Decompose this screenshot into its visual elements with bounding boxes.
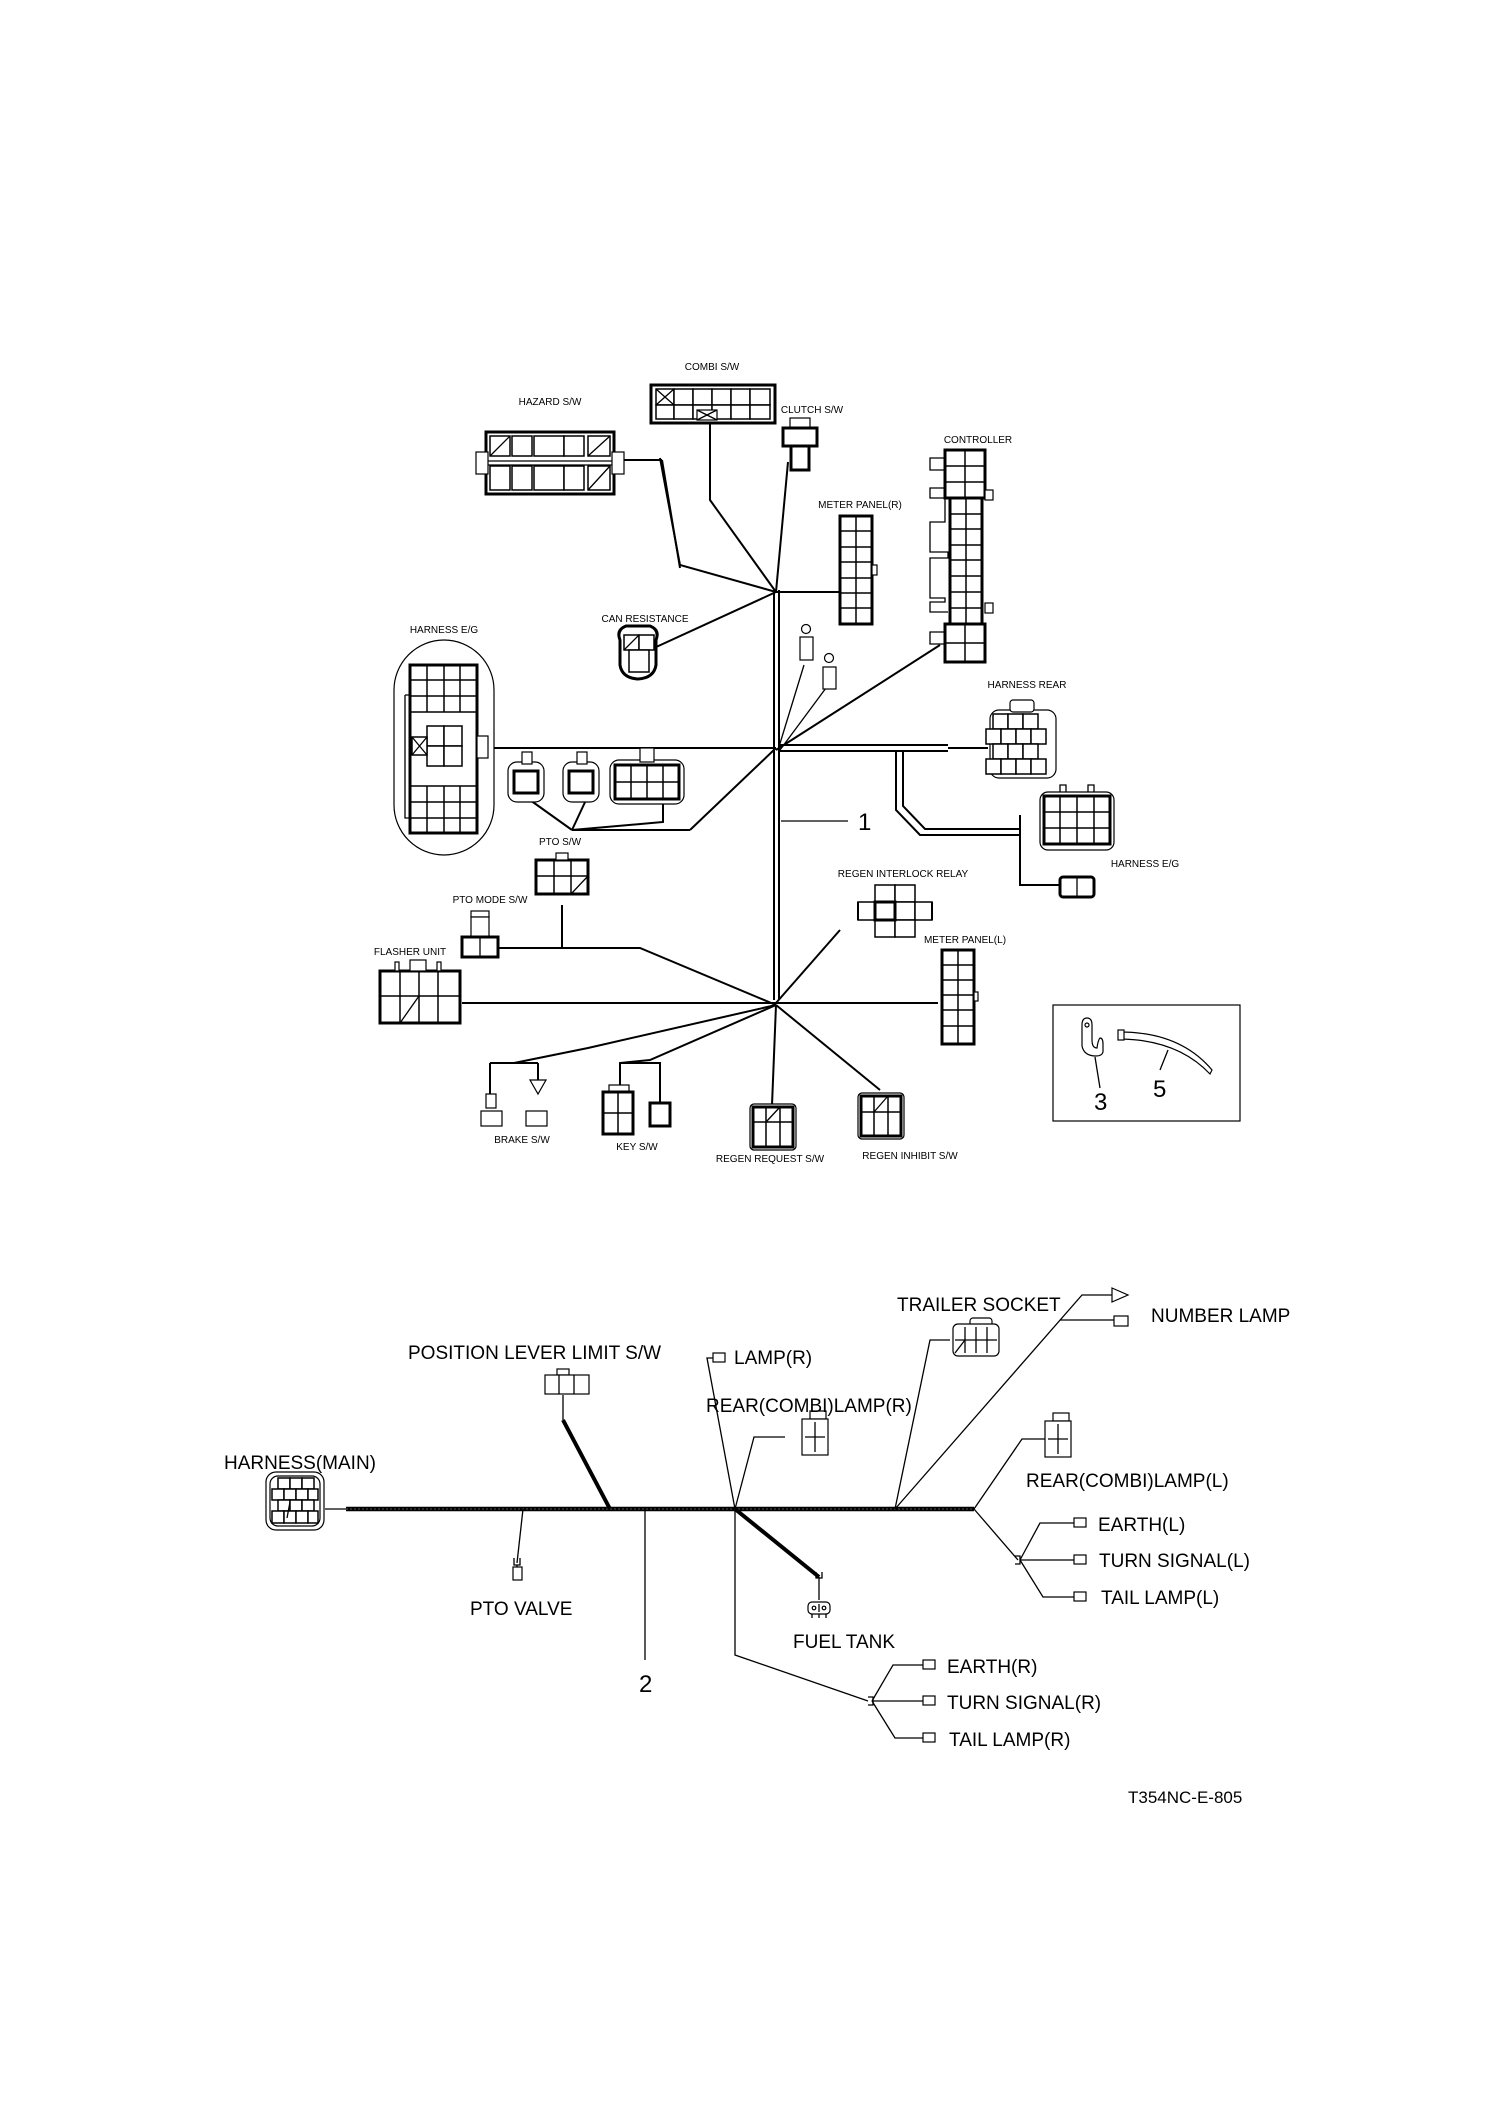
- connector-turn-signal-l[interactable]: [1073, 1554, 1087, 1565]
- connector-turn-signal-r[interactable]: [922, 1695, 936, 1706]
- connector-harness-eg-left[interactable]: [393, 639, 495, 856]
- connector-harness-main[interactable]: [265, 1471, 325, 1531]
- connector-harness-eg-right[interactable]: [1039, 784, 1115, 851]
- connector-regen-inhibit-sw[interactable]: [857, 1092, 905, 1140]
- label-regen-inhibit-sw: REGEN INHIBIT S/W: [862, 1151, 958, 1162]
- label-regen-request-sw: REGEN REQUEST S/W: [716, 1154, 825, 1165]
- connector-regen-request-sw[interactable]: [749, 1103, 797, 1151]
- connector-flasher-unit[interactable]: [378, 959, 462, 1025]
- connector-trailer-socket[interactable]: [952, 1317, 1000, 1357]
- connector-hazard-sw[interactable]: [475, 430, 681, 569]
- connector-fuel-tank[interactable]: [807, 1572, 831, 1618]
- label-tail-lamp-r: TAIL LAMP(R): [949, 1730, 1070, 1751]
- label-meter-panel-l: METER PANEL(L): [924, 935, 1006, 946]
- label-turn-signal-r: TURN SIGNAL(R): [947, 1693, 1101, 1714]
- connector-harness-eg-right-small[interactable]: [1058, 875, 1096, 899]
- label-rear-combi-lamp-r: REAR(COMBI)LAMP(R): [706, 1396, 912, 1417]
- label-fuel-tank: FUEL TANK: [793, 1632, 895, 1653]
- connector-pto-valve[interactable]: [512, 1566, 523, 1581]
- label-clutch-sw: CLUTCH S/W: [781, 405, 844, 416]
- label-number-lamp: NUMBER LAMP: [1151, 1306, 1290, 1327]
- connector-rear-combi-lamp-l[interactable]: [1044, 1412, 1072, 1458]
- connector-brake-sw[interactable]: [480, 1079, 548, 1127]
- label-harness-rear: HARNESS REAR: [988, 680, 1067, 691]
- rear-harness-wires: [325, 1294, 1114, 1739]
- label-earth-l: EARTH(L): [1098, 1515, 1185, 1536]
- label-key-sw: KEY S/W: [616, 1142, 658, 1153]
- connector-lamp-r[interactable]: [712, 1352, 726, 1363]
- label-harness-eg-right: HARNESS E/G: [1111, 859, 1180, 870]
- connector-small-c[interactable]: [609, 747, 685, 805]
- connector-rear-combi-lamp-r[interactable]: [801, 1410, 829, 1456]
- label-tail-lamp-l: TAIL LAMP(L): [1101, 1588, 1219, 1609]
- connector-pto-sw[interactable]: [534, 852, 590, 896]
- connector-tail-lamp-r[interactable]: [922, 1732, 936, 1743]
- label-pto-sw: PTO S/W: [539, 837, 582, 848]
- connector-can-resistance[interactable]: [617, 624, 659, 681]
- connector-regen-interlock-relay[interactable]: [857, 884, 933, 938]
- label-pto-mode-sw: PTO MODE S/W: [453, 895, 528, 906]
- label-controller: CONTROLLER: [944, 435, 1012, 446]
- cable-band-icon: [1119, 1031, 1213, 1076]
- connector-tail-lamp-l[interactable]: [1073, 1591, 1087, 1602]
- part-number-2: 2: [639, 1671, 652, 1698]
- sensor-small-2: [822, 652, 837, 690]
- connector-number-lamp[interactable]: [1111, 1287, 1130, 1327]
- label-harness-main: HARNESS(MAIN): [224, 1453, 376, 1474]
- main-harness-wires: [462, 410, 1060, 1106]
- accessory-number-3: 3: [1094, 1089, 1107, 1116]
- label-trailer-socket: TRAILER SOCKET: [897, 1295, 1061, 1316]
- label-harness-eg-left: HARNESS E/G: [410, 625, 479, 636]
- sensor-small-1: [799, 623, 814, 661]
- connector-pto-mode-sw[interactable]: [460, 910, 500, 959]
- label-flasher-unit: FLASHER UNIT: [374, 947, 446, 958]
- label-brake-sw: BRAKE S/W: [494, 1135, 550, 1146]
- accessories-box: [1052, 1004, 1241, 1122]
- label-can-resistance: CAN RESISTANCE: [601, 614, 688, 625]
- label-hazard-sw: HAZARD S/W: [519, 397, 582, 408]
- label-regen-interlock-relay: REGEN INTERLOCK RELAY: [838, 869, 969, 880]
- connector-small-b[interactable]: [562, 751, 600, 803]
- label-rear-combi-lamp-l: REAR(COMBI)LAMP(L): [1026, 1471, 1229, 1492]
- label-meter-panel-r: METER PANEL(R): [818, 500, 902, 511]
- connector-earth-r[interactable]: [922, 1659, 936, 1670]
- connector-earth-l[interactable]: [1073, 1517, 1087, 1528]
- drawing-reference: T354NC-E-805: [1128, 1788, 1242, 1807]
- label-pto-valve: PTO VALVE: [470, 1599, 572, 1620]
- label-earth-r: EARTH(R): [947, 1657, 1037, 1678]
- label-turn-signal-l: TURN SIGNAL(L): [1099, 1551, 1250, 1572]
- connector-harness-rear[interactable]: [985, 699, 1057, 779]
- part-number-1: 1: [858, 809, 871, 836]
- connector-combi-sw[interactable]: [649, 383, 777, 425]
- label-lamp-r: LAMP(R): [734, 1348, 812, 1369]
- label-combi-sw: COMBI S/W: [685, 362, 740, 373]
- connector-meter-panel-l[interactable]: [940, 948, 979, 1046]
- connector-meter-panel-r[interactable]: [838, 514, 878, 626]
- accessory-number-5: 5: [1153, 1076, 1166, 1103]
- label-position-lever-limit-sw: POSITION LEVER LIMIT S/W: [408, 1343, 661, 1364]
- connector-position-lever-limit-sw[interactable]: [544, 1368, 590, 1395]
- connector-small-a[interactable]: [507, 751, 545, 803]
- connector-controller[interactable]: [929, 448, 994, 664]
- connector-key-sw[interactable]: [601, 1084, 672, 1136]
- connector-clutch-sw[interactable]: [781, 417, 819, 472]
